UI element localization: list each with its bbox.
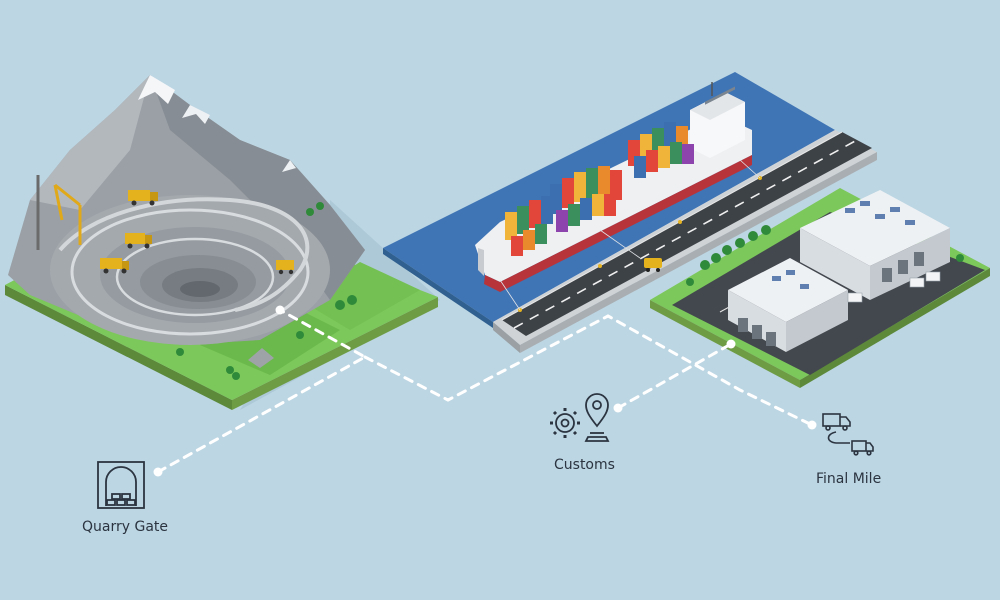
container-stack [505, 196, 553, 256]
haul-truck [100, 258, 129, 274]
container-stack [550, 166, 622, 232]
final-mile-label: Final Mile [816, 471, 882, 487]
warehouse-small [728, 258, 848, 352]
delivery-vans [847, 271, 941, 303]
container-ship [475, 82, 761, 311]
container-stack [628, 122, 694, 178]
crane [53, 183, 82, 245]
warehouse-large [800, 190, 950, 300]
quarry-island [5, 75, 440, 410]
customs-gear-pin-icon [550, 393, 610, 442]
snow-cap [138, 75, 175, 104]
open-pit [50, 195, 330, 345]
haul-truck [276, 260, 294, 275]
route-node [153, 305, 817, 477]
haul-truck [128, 190, 158, 206]
trees [686, 225, 964, 286]
van [644, 258, 662, 272]
road [502, 132, 872, 336]
haul-truck [125, 233, 152, 249]
quarry-gate-icon [97, 461, 145, 509]
warehouse-lot [650, 188, 990, 388]
customs-label: Customs [554, 457, 615, 473]
trees [176, 202, 357, 380]
quarry-gate-label: Quarry Gate [82, 519, 169, 535]
route-path [156, 308, 814, 474]
delivery-trucks-icon [822, 413, 874, 456]
port [383, 72, 877, 353]
